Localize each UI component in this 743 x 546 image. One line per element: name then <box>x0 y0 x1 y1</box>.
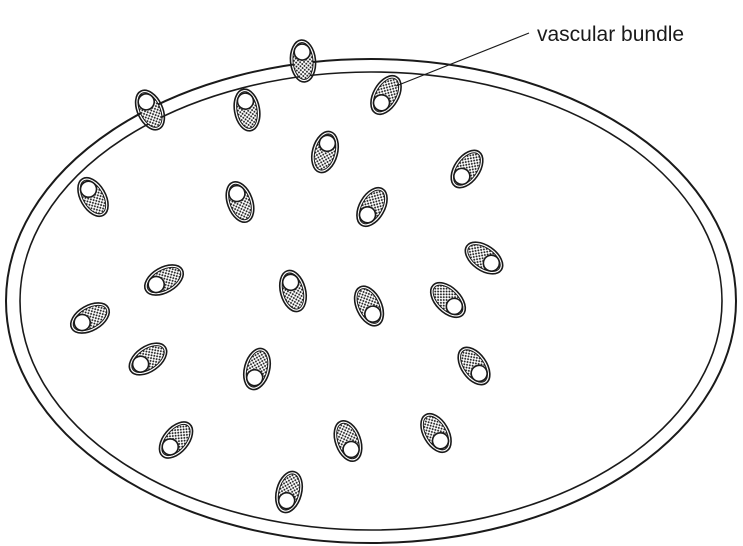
vascular-bundle <box>221 178 259 226</box>
vascular-bundle <box>349 282 389 331</box>
phloem-stippled-region <box>156 419 195 460</box>
vascular-bundle <box>72 173 115 222</box>
phloem-stippled-region <box>127 340 169 378</box>
phloem-stippled-region <box>455 345 493 387</box>
vascular-bundle <box>452 342 497 391</box>
phloem-stippled-region <box>463 239 505 277</box>
phloem-stippled-region <box>428 280 468 320</box>
vascular-bundle <box>424 276 471 323</box>
phloem-stippled-region <box>448 148 486 190</box>
vascular-bundle <box>239 345 274 392</box>
vascular-bundle <box>289 39 318 83</box>
vascular-bundle-label: vascular bundle <box>537 23 684 46</box>
vascular-bundle <box>365 71 408 120</box>
vascular-bundle <box>351 183 394 232</box>
vascular-bundle <box>66 297 115 340</box>
vascular-bundle <box>140 259 189 302</box>
vascular-bundle <box>153 416 199 464</box>
vascular-bundle <box>231 87 263 133</box>
vascular-bundle <box>130 86 170 135</box>
vascular-bundle <box>445 145 490 194</box>
label-leader-line <box>396 33 529 86</box>
vascular-bundle <box>460 236 509 281</box>
vascular-bundle <box>124 337 173 382</box>
xylem-white-circle <box>294 43 311 60</box>
vascular-bundle <box>275 267 310 314</box>
vascular-bundle <box>307 128 342 175</box>
vascular-bundle <box>329 417 367 465</box>
vascular-bundles-group <box>66 39 509 516</box>
vascular-bundle <box>271 468 306 515</box>
vascular-bundle <box>415 409 458 458</box>
